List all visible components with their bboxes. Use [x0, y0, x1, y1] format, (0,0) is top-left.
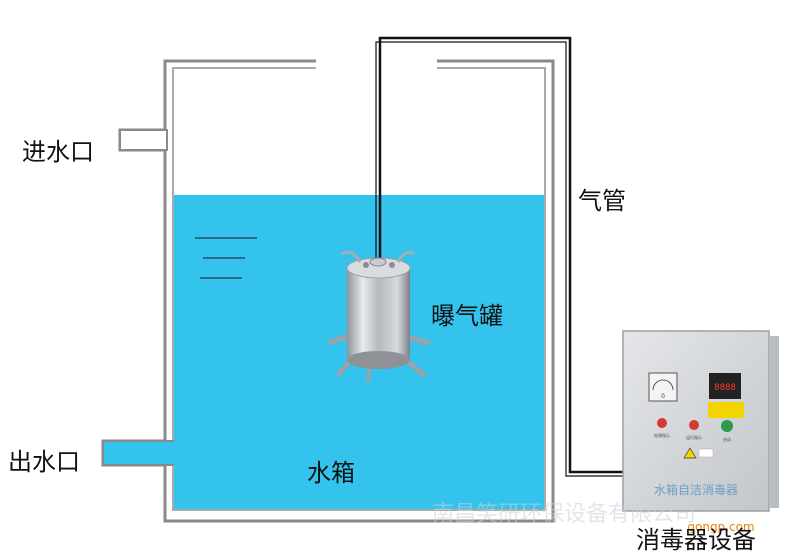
warning-label: [708, 402, 744, 418]
digital-controller: [709, 373, 741, 399]
button-caption: 电源指示: [654, 432, 670, 438]
label-water-tank: 水箱: [307, 459, 355, 487]
watermark-site: gongp.com: [687, 520, 754, 534]
start-button[interactable]: [721, 420, 733, 432]
air-pipe-line: [378, 36, 625, 474]
display-value: 8888: [714, 383, 736, 393]
power-indicator[interactable]: [657, 418, 667, 428]
inlet-pipe: [119, 129, 168, 151]
label-outlet: 出水口: [8, 448, 80, 476]
watermark-text: 南昌笑研环保设备有限公司: [432, 502, 696, 527]
run-indicator[interactable]: [689, 420, 699, 430]
control-box-caption: 水箱自洁消毒器: [654, 482, 738, 497]
outlet-pipe: [102, 440, 176, 466]
label-aeration-tank: 曝气罐: [431, 302, 503, 330]
meter-value: 0: [661, 393, 665, 400]
water-level-mark: [195, 237, 257, 279]
label-equipment: 消毒器设备: [636, 526, 756, 554]
disinfector-control-box: 0 8888 电源指示 运行指示 启动 水箱自洁消毒器: [622, 330, 779, 512]
aeration-tank: [327, 250, 431, 383]
label-air-pipe: 气管: [578, 187, 626, 215]
button-caption: 启动: [723, 436, 731, 442]
label-inlet: 进水口: [22, 138, 94, 166]
hazard-icon: [683, 447, 697, 459]
button-caption: 运行指示: [686, 434, 702, 440]
